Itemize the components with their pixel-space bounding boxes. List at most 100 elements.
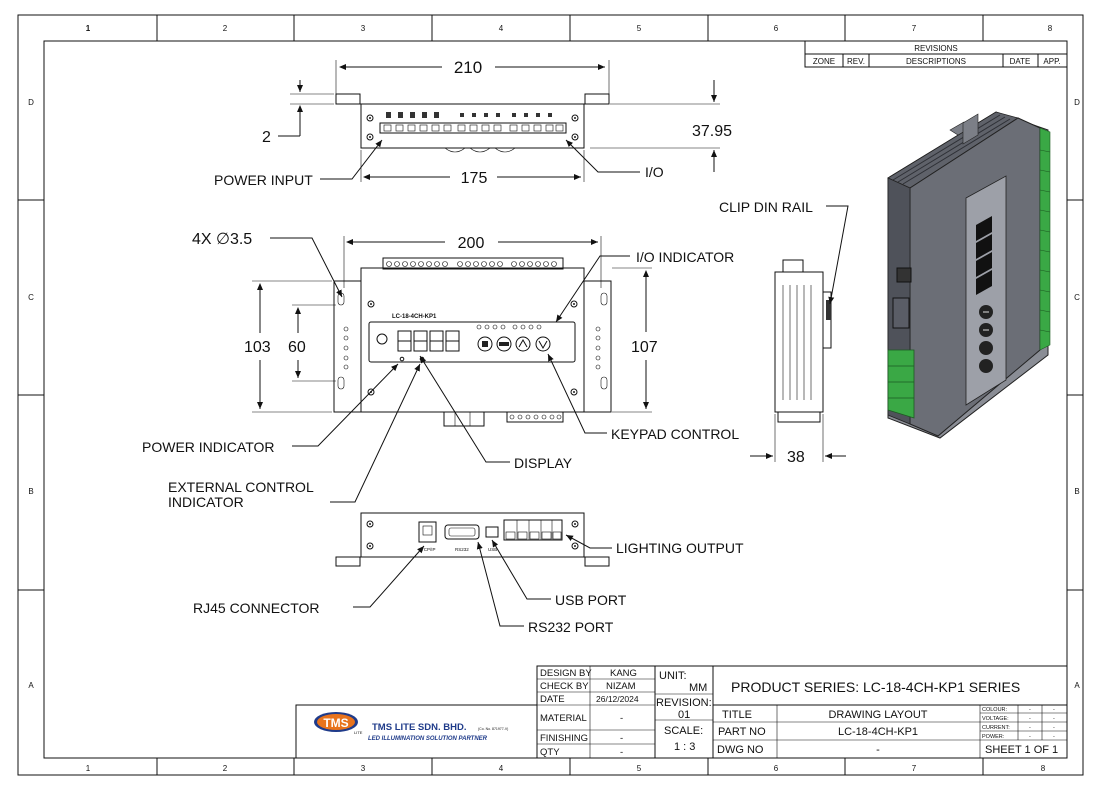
title-block: TMS LITE TMS LITE SDN. BHD. (Co. No. 871… [295, 665, 1068, 759]
io-indicator-leds [476, 324, 542, 330]
rs232-tag: RS232 [455, 547, 469, 552]
hole-spec-label: 4X ∅3.5 [192, 231, 252, 248]
company-name: TMS LITE SDN. BHD. [372, 722, 466, 733]
keypad-control-label: KEYPAD CONTROL [611, 426, 739, 442]
company-reg: (Co. No. 871977-V) [478, 727, 508, 731]
dim-60-label: 60 [288, 339, 306, 356]
usb-port-label: USB PORT [555, 592, 627, 608]
colour-value-2: - [1053, 707, 1055, 713]
revisions-header-descriptions: DESCRIPTIONS [906, 57, 966, 66]
keypad-buttons [477, 336, 551, 352]
date-value: 26/12/2024 [596, 694, 639, 704]
finishing-label: FINISHING [540, 733, 588, 744]
logo-sub-text: LITE [354, 730, 363, 735]
unit-label: UNIT: [659, 670, 687, 682]
external-control-label-1: EXTERNAL CONTROL [168, 479, 314, 495]
power-value: - [1029, 734, 1031, 740]
seven-segment-display [397, 330, 460, 352]
revisions-header-app: APP. [1043, 57, 1060, 66]
material-value: - [620, 713, 623, 724]
colour-value: - [1029, 707, 1031, 713]
logo-text: TMS [323, 716, 348, 730]
voltage-label: VOLTAGE: [982, 716, 1009, 722]
col-label-top-6: 6 [774, 24, 779, 33]
dim-107-label: 107 [631, 339, 658, 356]
design-by-label: DESIGN BY [540, 668, 592, 679]
revision-label: REVISION: [656, 697, 712, 709]
dwg-no-value: - [876, 744, 880, 756]
title-label: TITLE [722, 709, 752, 721]
power-value-2: - [1053, 734, 1055, 740]
revisions-header-rev: REV. [847, 57, 865, 66]
scale-value: 1 : 3 [674, 741, 695, 753]
row-label-right-c: C [1074, 293, 1080, 302]
qty-label: QTY [540, 747, 560, 758]
col-label-bottom-3: 3 [361, 764, 366, 773]
row-label-right-b: B [1074, 487, 1079, 496]
sheet-number: SHEET 1 OF 1 [985, 744, 1058, 756]
usb-tag: USB [488, 547, 497, 552]
col-label-bottom-1: 1 [86, 764, 91, 773]
row-label-left-a: A [28, 681, 34, 690]
display-label: DISPLAY [514, 455, 573, 471]
title-value: DRAWING LAYOUT [828, 709, 927, 721]
unit-value: MM [689, 682, 707, 694]
colour-label: COLOUR: [982, 707, 1008, 713]
part-no-value: LC-18-4CH-KP1 [838, 726, 918, 738]
front-view: LC-18-4CH-KP1 200 [142, 231, 739, 510]
external-control-label-2: INDICATOR [168, 494, 244, 510]
dwg-no-label: DWG NO [717, 744, 764, 756]
lighting-output-label: LIGHTING OUTPUT [616, 540, 744, 556]
row-label-left-b: B [28, 487, 33, 496]
rj45-connector-label: RJ45 CONNECTOR [193, 600, 320, 616]
clip-din-rail-label: CLIP DIN RAIL [719, 199, 813, 215]
voltage-value: - [1029, 716, 1031, 722]
scale-label: SCALE: [664, 725, 703, 737]
current-label: CURRENT: [982, 725, 1010, 731]
dim-210-label: 210 [454, 58, 482, 77]
product-series-label: PRODUCT SERIES: LC-18-4CH-KP1 SERIES [731, 679, 1020, 695]
current-value: - [1029, 725, 1031, 731]
col-label-top-7: 7 [912, 24, 917, 33]
col-label-top-2: 2 [223, 24, 228, 33]
power-input-label: POWER INPUT [214, 172, 313, 188]
power-label: POWER: [982, 734, 1005, 740]
row-label-right-a: A [1074, 681, 1080, 690]
top-view: 210 2 37.95 175 POWER INPUT I/O [214, 58, 732, 188]
part-no-label: PART NO [718, 726, 766, 738]
io-label: I/O [645, 164, 664, 180]
model-label: LC-18-4CH-KP1 [392, 314, 437, 320]
dim-2-label: 2 [262, 129, 271, 146]
power-indicator-label: POWER INDICATOR [142, 439, 275, 455]
rs232-port-label: RS232 PORT [528, 619, 614, 635]
io-indicator-label: I/O INDICATOR [636, 249, 734, 265]
col-label-top-1: 1 [86, 24, 91, 33]
col-label-top-8: 8 [1048, 24, 1053, 33]
col-label-bottom-5: 5 [637, 764, 642, 773]
qty-value: - [620, 747, 623, 758]
dim-38-label: 38 [787, 449, 805, 466]
material-label: MATERIAL [540, 713, 587, 724]
col-label-bottom-8: 8 [1041, 764, 1046, 773]
revisions-table: REVISIONS ZONE REV. DESCRIPTIONS DATE AP… [804, 40, 1068, 68]
tcpip-tag: TCP/IP [421, 547, 436, 552]
dim-103-label: 103 [244, 339, 271, 356]
row-label-left-d: D [28, 98, 34, 107]
col-label-bottom-2: 2 [223, 764, 228, 773]
col-label-bottom-4: 4 [499, 764, 504, 773]
date-label: DATE [540, 694, 565, 705]
isometric-device-view [887, 111, 1051, 439]
company-logo: TMS LITE [314, 712, 363, 735]
dim-37-95-label: 37.95 [692, 123, 732, 140]
col-label-top-5: 5 [637, 24, 642, 33]
voltage-value-2: - [1053, 716, 1055, 722]
finishing-value: - [620, 733, 623, 744]
company-tagline: LED ILLUMINATION SOLUTION PARTNER [368, 736, 488, 742]
col-label-bottom-7: 7 [912, 764, 917, 773]
check-by-value: NIZAM [606, 681, 636, 692]
grid-labels: 1 2 3 4 5 6 7 8 1 2 3 4 5 6 7 8 D C B A … [28, 24, 1080, 773]
revision-value: 01 [678, 709, 690, 721]
row-label-left-c: C [28, 293, 34, 302]
check-by-label: CHECK BY [540, 681, 589, 692]
